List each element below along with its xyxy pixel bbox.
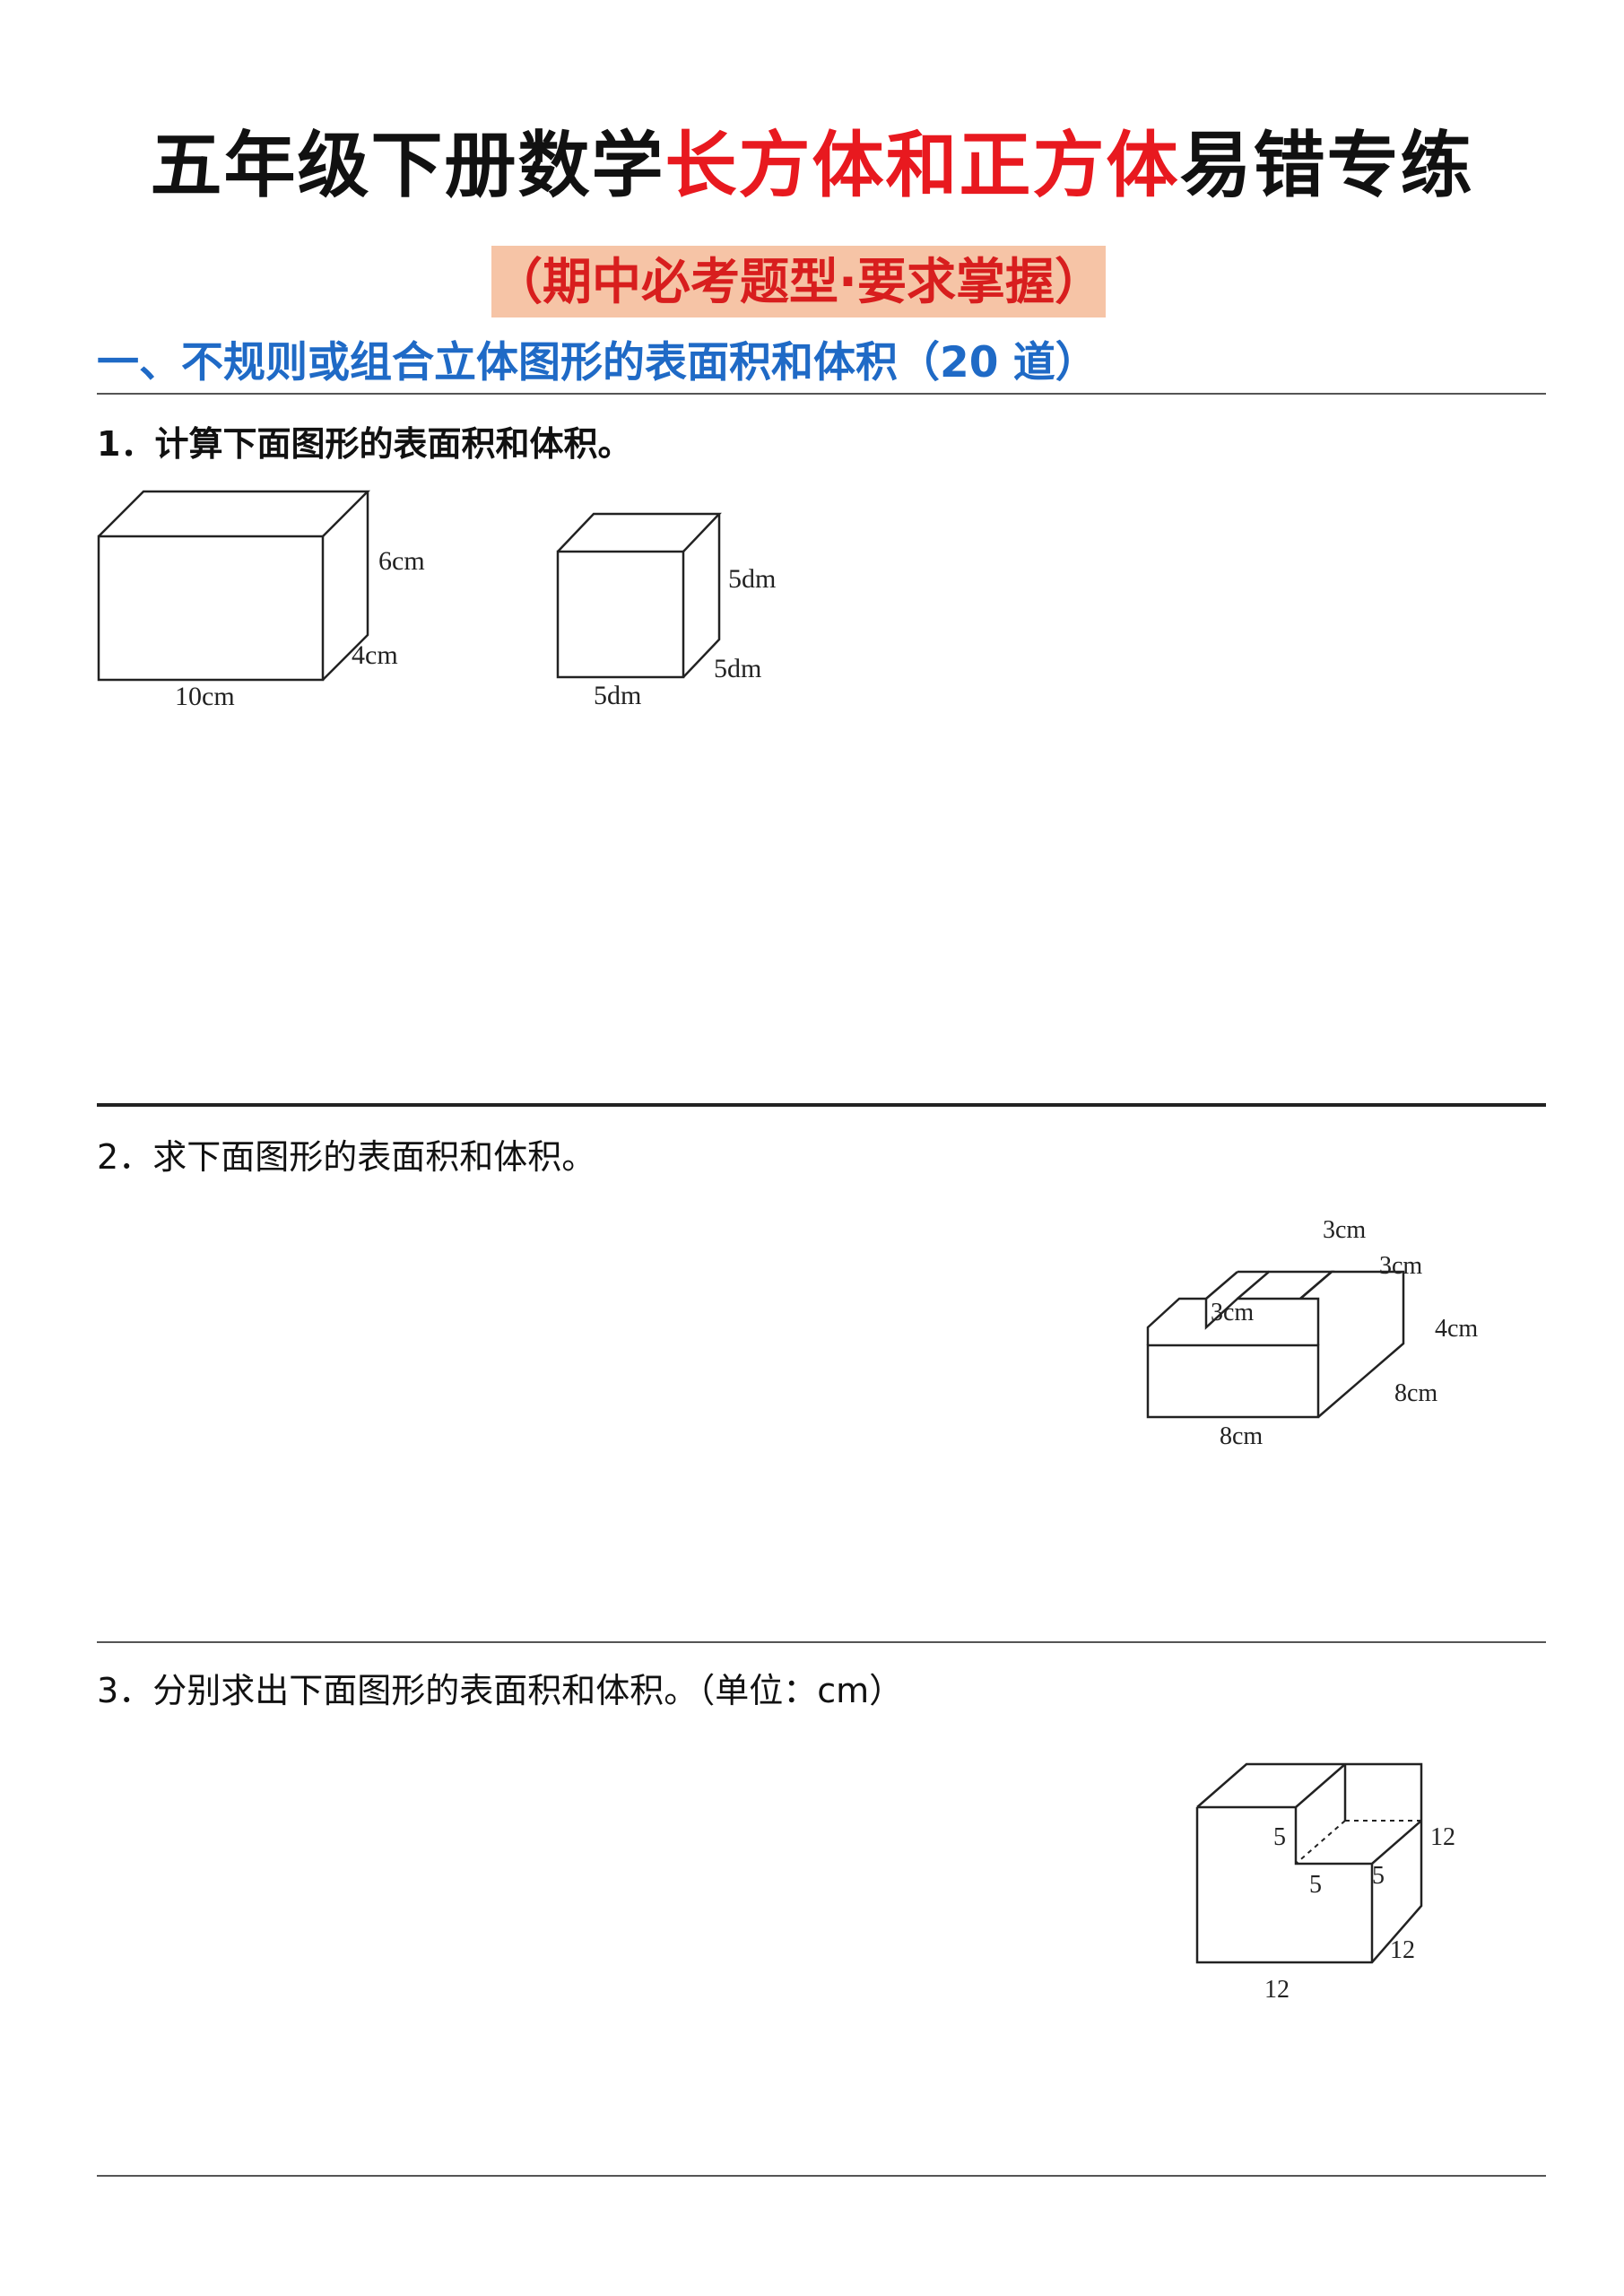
notched-cube-height-label: 12 [1430,1823,1455,1851]
step-solid-top-width-label: 3cm [1323,1216,1366,1244]
question-1-number: 1． [97,424,155,464]
figure-cube: 5dm 5dm 5dm [556,512,776,710]
cube-top-face [557,512,722,552]
figure-notched-cube: 5 5 5 12 12 12 [1195,1762,1455,2004]
cuboid-front-face [97,535,325,682]
notched-cube-outline [1195,1762,1423,1964]
cube-height-label: 5dm [728,564,776,594]
cuboid-top-face [98,490,371,537]
cuboid-side-face [322,491,369,681]
page-subtitle: （期中必考题型·要求掌握） [491,246,1106,317]
section-divider [97,393,1546,395]
step-solid-step-label: 3cm [1211,1299,1254,1326]
step-solid-edge [1205,1271,1238,1300]
cuboid-length-label: 10cm [175,682,235,709]
notched-cube-top-edge [1197,1763,1346,1809]
cuboid-height-label: 6cm [378,546,425,576]
question-2: 2．求下面图形的表面积和体积。 [97,1130,595,1184]
question-3-number: 3． [97,1671,153,1710]
cuboid-depth-label: 4cm [352,640,398,670]
cube-side-face [682,514,721,678]
figure-step-solid: 3cm 3cm 3cm 4cm 8cm 8cm [1146,1216,1478,1450]
notched-cube-notch-width-label: 5 [1309,1871,1322,1899]
step-solid-front-profile [1146,1297,1320,1345]
page-title: 五年级下册数学长方体和正方体易错专练 [0,121,1624,211]
question-2-number: 2． [97,1137,153,1177]
title-prefix: 五年级下册数学 [150,124,665,207]
question-3: 3．分别求出下面图形的表面积和体积。（单位：cm） [97,1664,903,1718]
notched-cube-notch-depth-label: 5 [1372,1862,1385,1890]
cube-depth-label: 5dm [714,654,761,683]
notched-cube-notch-edge [1294,1807,1422,1866]
step-solid-depth-label: 8cm [1394,1379,1437,1407]
question-1: 1．计算下面图形的表面积和体积。 [97,417,631,471]
question-3-text: 分别求出下面图形的表面积和体积。（单位：cm） [152,1671,904,1710]
title-suffix: 易错专练 [1179,124,1474,207]
answer-divider-2 [97,1641,1546,1643]
section-title: 一、不规则或组合立体图形的表面积和体积（20 道） [97,338,1098,387]
title-highlight: 长方体和正方体 [664,124,1180,207]
notched-cube-hidden-edge [1295,1820,1346,1865]
question-2-text: 求下面图形的表面积和体积。 [152,1137,596,1177]
answer-divider-3 [97,2175,1546,2177]
figure-cuboid: 6cm 4cm 10cm [97,490,425,709]
notched-cube-width-label: 12 [1264,1976,1290,2004]
answer-divider-1 [97,1103,1546,1107]
step-solid-height-label: 4cm [1435,1315,1478,1343]
notched-cube-notch-height-label: 5 [1273,1823,1286,1851]
cube-width-label: 5dm [594,681,641,710]
step-solid-side-face [1299,1270,1405,1418]
notched-cube-depth-label: 12 [1390,1936,1415,1964]
step-solid-front-face [1146,1344,1320,1419]
question-1-text: 计算下面图形的表面积和体积。 [154,424,632,464]
step-solid-top-depth-label: 3cm [1379,1252,1422,1280]
step-solid-length-label: 8cm [1220,1422,1263,1450]
cube-front-face [556,550,685,679]
